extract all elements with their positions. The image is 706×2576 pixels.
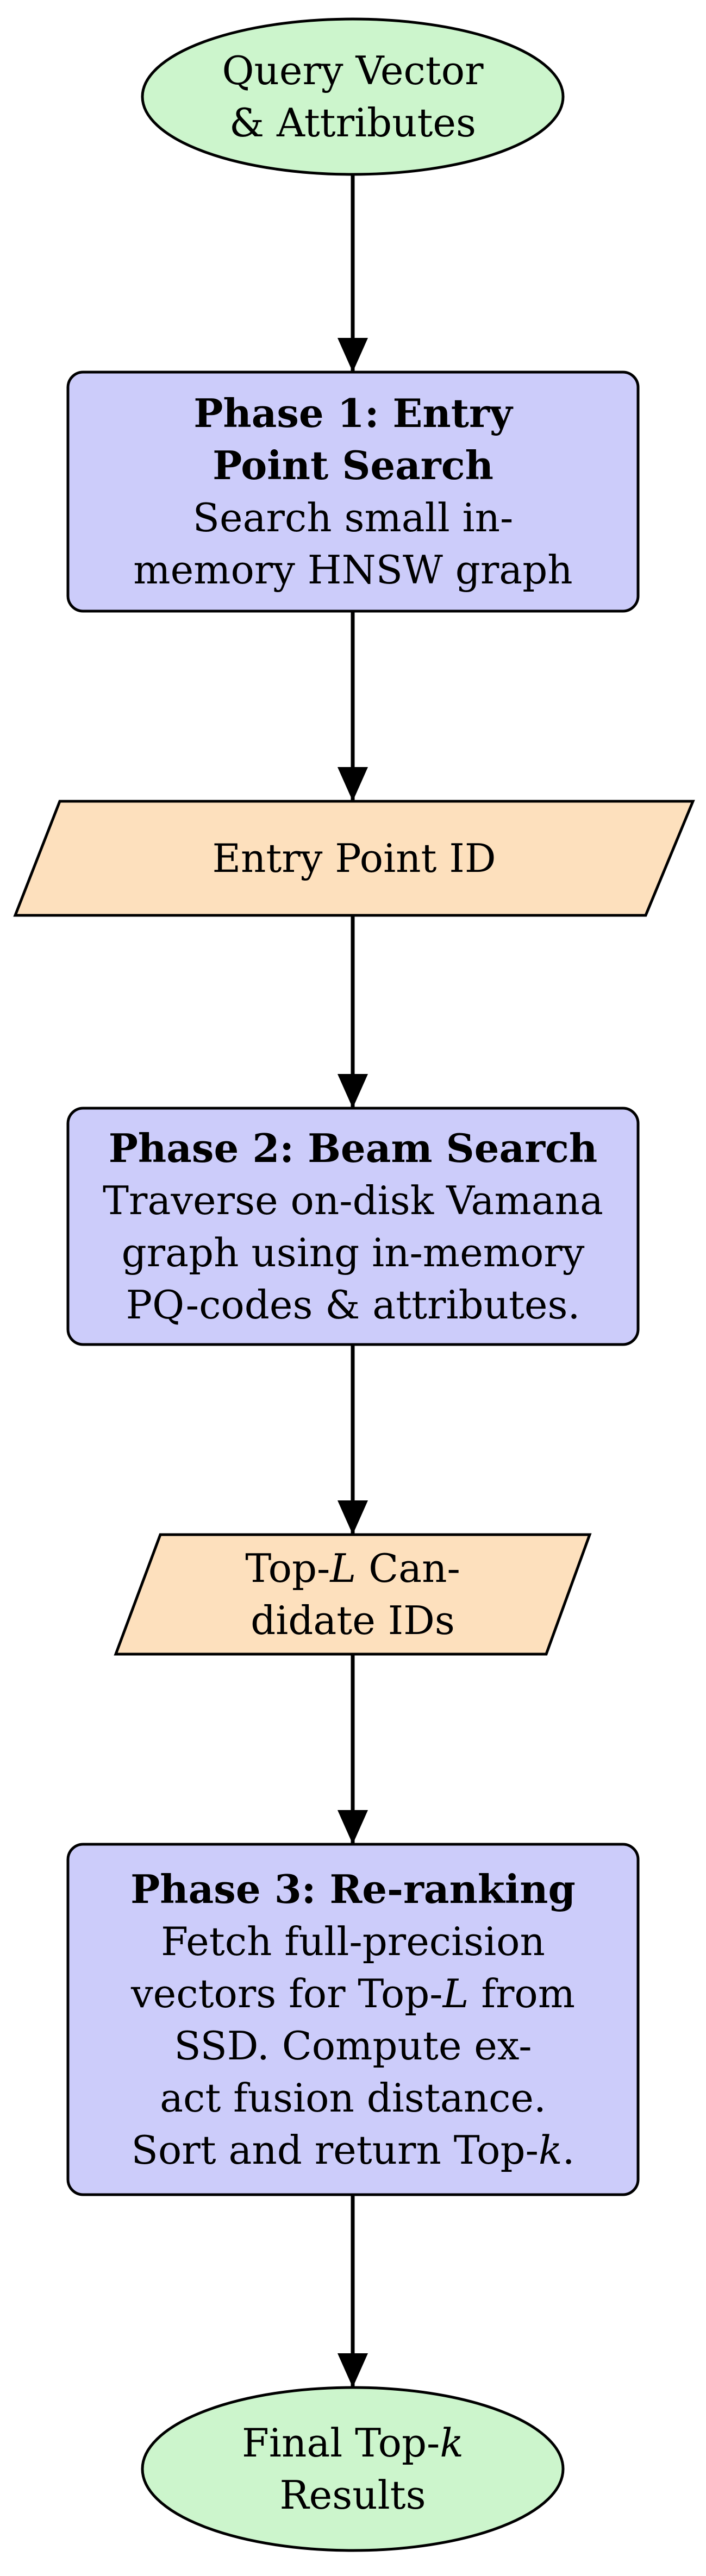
candidates-line1-prefix: Top- — [245, 1545, 330, 1591]
candidates-label: Top-L Can- didate IDs — [116, 1535, 590, 1654]
phase3-desc-line5: Sort and return Top-k. — [132, 2124, 575, 2176]
end-terminal-label: Final Top-k Results — [142, 2390, 563, 2548]
phase3-desc-line5-var: k — [538, 2127, 563, 2173]
phase2-title: Phase 2: Beam Search — [108, 1124, 598, 1171]
phase3-desc-line2-prefix: vectors for Top- — [130, 1970, 443, 2016]
candidates-line1-suffix: Can- — [356, 1545, 460, 1591]
phase3-label: Phase 3: Re-ranking Fetch full-precision… — [68, 1844, 638, 2195]
entry-point-text: Entry Point ID — [212, 835, 496, 881]
end-line1-prefix: Final Top- — [241, 2420, 440, 2466]
phase1-label: Phase 1: Entry Point Search Search small… — [68, 372, 638, 611]
phase3-desc-line5-prefix: Sort and return Top- — [131, 2127, 539, 2173]
phase2-process-shape — [66, 1107, 640, 1346]
candidates-data-shape — [114, 1533, 592, 1656]
phase3-process-shape — [66, 1843, 640, 2196]
phase1-title-line1: Phase 1: Entry — [193, 390, 513, 436]
phase1-desc-line2: memory HNSW graph — [133, 547, 573, 593]
end-terminal-shape — [141, 2386, 565, 2552]
entry-point-data-shape — [13, 800, 695, 917]
start-terminal-shape — [141, 17, 565, 176]
phase3-title: Phase 3: Re-ranking — [130, 1865, 576, 1912]
phase3-desc-line2-var: L — [442, 1970, 469, 2016]
start-line1: Query Vector — [222, 48, 484, 93]
phase3-desc-line1: Fetch full-precision — [161, 1918, 545, 1964]
end-line1-var: k — [440, 2420, 464, 2466]
phase2-desc-line2: graph using in-memory — [121, 1229, 585, 1276]
entry-point-label: Entry Point ID — [15, 801, 693, 915]
start-line2: & Attributes — [229, 100, 476, 146]
phase3-desc-line3: SSD. Compute ex- — [174, 2022, 532, 2069]
candidates-line1: Top-L Can- — [245, 1542, 460, 1594]
phase3-desc-line5-suffix: . — [562, 2127, 575, 2173]
phase2-label: Phase 2: Beam Search Traverse on-disk Va… — [68, 1108, 638, 1344]
phase2-desc-line1: Traverse on-disk Vamana — [103, 1177, 603, 1223]
candidates-line2: didate IDs — [251, 1598, 455, 1643]
start-terminal-label: Query Vector & Attributes — [142, 22, 563, 172]
phase2-desc-line3: PQ-codes & attributes. — [126, 1281, 580, 1328]
end-line2: Results — [279, 2472, 426, 2518]
phase1-process-shape — [66, 370, 640, 613]
phase3-desc-line2: vectors for Top-L from — [131, 1968, 575, 2020]
phase3-desc-line4: act fusion distance. — [160, 2075, 546, 2121]
phase1-desc-line1: Search small in- — [192, 495, 514, 541]
end-line1: Final Top-k — [242, 2417, 464, 2469]
candidates-line1-var: L — [330, 1545, 357, 1591]
phase1-title-line2: Point Search — [213, 442, 493, 488]
phase3-desc-line2-suffix: from — [468, 1970, 576, 2016]
